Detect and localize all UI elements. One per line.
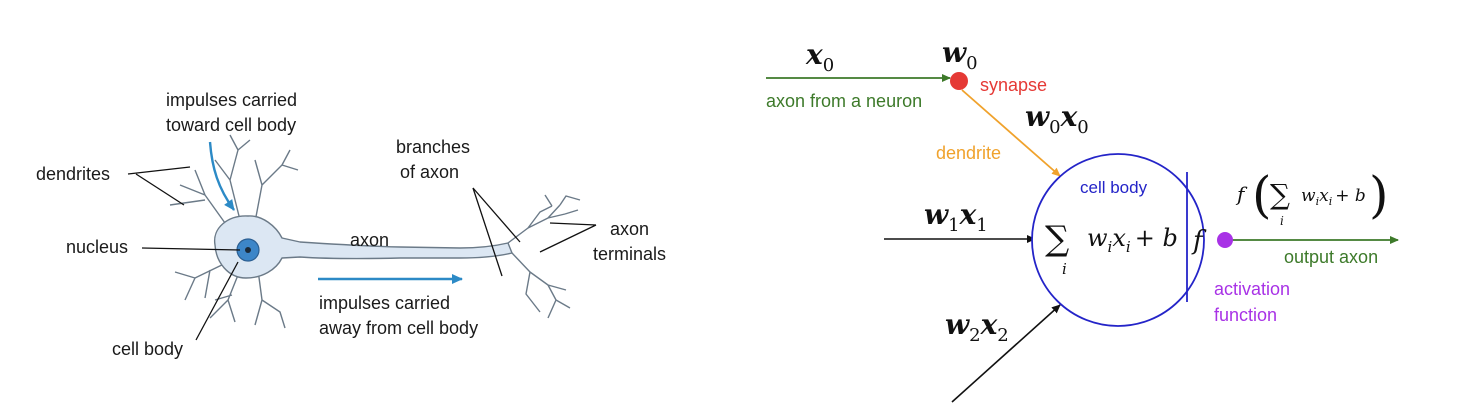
sum-index: i [1062, 260, 1067, 278]
label-impulses-away-2: away from cell body [319, 318, 478, 338]
leader-lines [127, 166, 597, 341]
label-axon: axon [350, 230, 389, 250]
input-arrow-w2x2 [951, 304, 1061, 403]
label-impulses-toward-2: toward cell body [166, 115, 296, 135]
label-impulses-toward-1: impulses carried [166, 90, 297, 110]
label-axon-terminals-1: axon [610, 219, 649, 239]
nucleus-shape [236, 238, 260, 262]
label-w0: w0 [942, 36, 978, 74]
cell-body-circle [1031, 153, 1205, 327]
output-expression: f ( ∑ i wixi+ b ) [1235, 166, 1389, 228]
label-branches-1: branches [396, 137, 470, 157]
output-sigma: ∑ [1270, 178, 1290, 211]
label-nucleus: nucleus [66, 237, 128, 257]
label-branches-2: of axon [400, 162, 459, 182]
label-w0x0: w0x0 [1025, 100, 1089, 138]
output-f: f [1235, 182, 1248, 206]
label-dendrites: dendrites [36, 164, 110, 184]
sigma-symbol: ∑ [1045, 219, 1069, 259]
label-output-axon: output axon [1284, 247, 1378, 267]
output-terms: wixi+ b [1301, 186, 1366, 208]
label-synapse: synapse [980, 75, 1047, 95]
output-index: i [1280, 214, 1284, 228]
dendrite-arrow [961, 89, 1061, 177]
label-axon-from-a-neuron: axon from a neuron [766, 91, 922, 111]
mathematical-model: x0 w0 synapse axon from a neuron w0x0 de… [766, 36, 1399, 403]
output-lparen: ( [1252, 166, 1272, 224]
label-activation-1: activation [1214, 279, 1290, 299]
activation-dot [1217, 232, 1233, 248]
output-rparen: ) [1369, 166, 1389, 224]
sum-terms: wixi+ b [1087, 224, 1178, 256]
label-cell-body: cell body [112, 339, 183, 359]
label-dendrite: dendrite [936, 143, 1001, 163]
sum-expression: ∑ i wixi+ b [1045, 219, 1178, 278]
neuron-illustration [169, 134, 581, 329]
label-axon-terminals-2: terminals [593, 244, 666, 264]
label-cell-body-model: cell body [1080, 178, 1148, 197]
label-w2x2: w2x2 [945, 308, 1009, 346]
impulse-toward-arrow [208, 141, 235, 211]
synapse-dot [950, 72, 968, 90]
biological-neuron: dendrites nucleus cell body impulses car… [36, 90, 666, 359]
label-x0: x0 [805, 38, 834, 76]
label-activation-2: function [1214, 305, 1277, 325]
label-impulses-away-1: impulses carried [319, 293, 450, 313]
label-w1x1: w1x1 [924, 198, 988, 236]
